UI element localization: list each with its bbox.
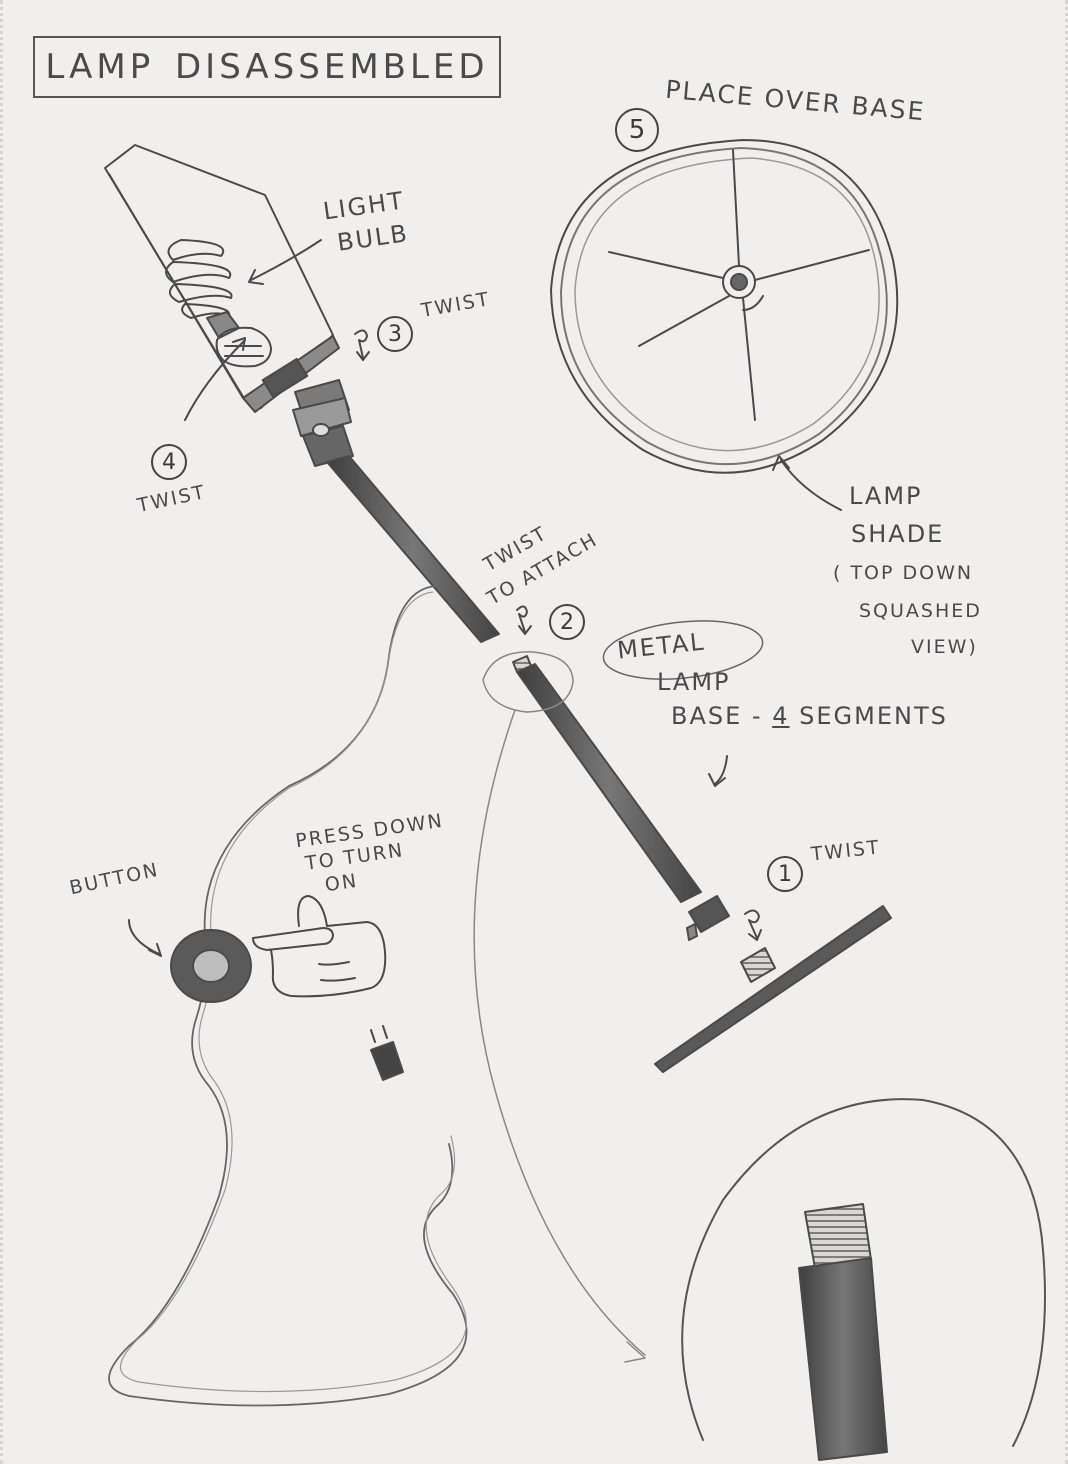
title-word-1: LAMP [45, 50, 154, 84]
lamp-shade-label-2: SHADE [851, 522, 944, 546]
lamp-shade-label-1: LAMP [849, 484, 923, 508]
metal-base-label-suffix: SEGMENTS [799, 702, 948, 730]
button-drawing [171, 930, 251, 1002]
metal-base-label-3: BASE - 4 SEGMENTS [671, 704, 948, 728]
step-3-number: 3 [377, 316, 413, 352]
lamp-sketch-drawing [3, 0, 1068, 1464]
step-2-number: 2 [549, 604, 585, 640]
upper-rod [293, 380, 499, 642]
lamp-shade-label-5: VIEW) [911, 638, 978, 657]
press-label-3: ON [324, 872, 359, 895]
base-connector [687, 896, 729, 940]
metal-base-arrow [715, 756, 727, 784]
lamp-shade-drawing [551, 140, 897, 473]
light-bulb-arrow [251, 240, 321, 280]
twist-1-symbol [745, 910, 761, 940]
metal-base-label-2: LAMP [657, 670, 731, 694]
step-1-number: 1 [767, 856, 803, 892]
step-4-number: 4 [151, 444, 187, 480]
light-bulb-drawing [166, 240, 271, 366]
button-arrow [129, 920, 159, 954]
twist-2-symbol [517, 606, 531, 634]
metal-base-label-prefix: BASE - [671, 702, 763, 730]
twist-3-symbol [355, 330, 369, 360]
pointing-hand-drawing [253, 896, 385, 996]
zoomed-detail [682, 1099, 1045, 1460]
lamp-shade-arrow [781, 460, 841, 510]
diagram-title-box: LAMP DISASSEMBLED [33, 36, 501, 98]
step-5-number: 5 [615, 108, 659, 152]
plug-drawing [371, 1026, 403, 1080]
metal-base-segment-count: 4 [772, 702, 789, 730]
lamp-shade-label-4: SQUASHED [859, 602, 982, 621]
lamp-shade-label-3: ( TOP DOWN [833, 564, 973, 583]
lamp-head-housing [105, 145, 339, 412]
title-word-2: DISASSEMBLED [175, 50, 489, 84]
